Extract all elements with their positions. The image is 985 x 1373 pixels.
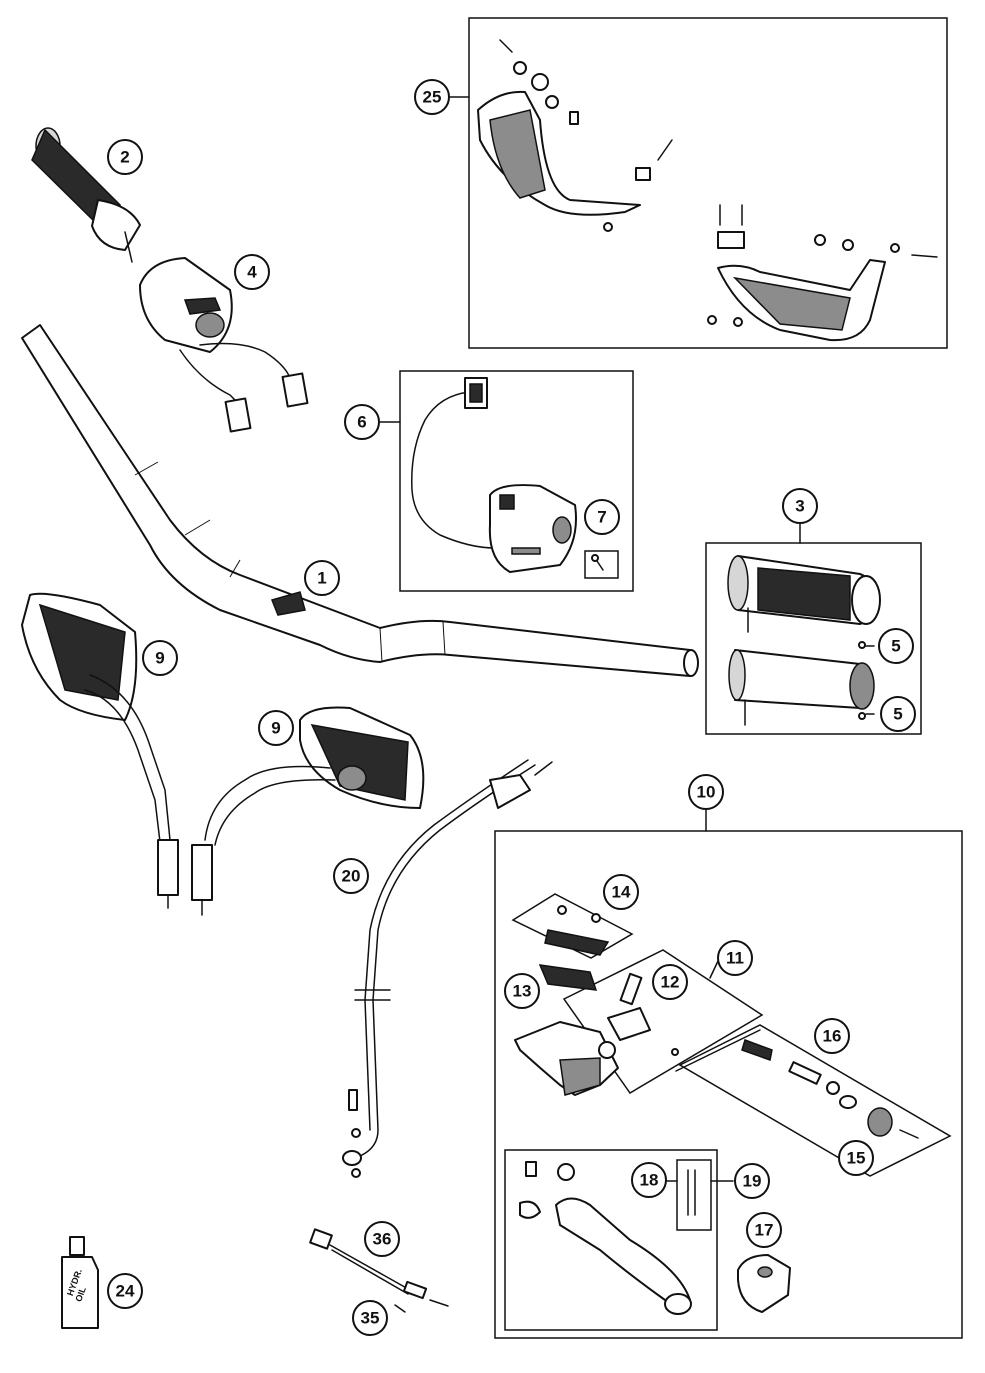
callout-16-label: 16 xyxy=(823,1027,842,1046)
callout-7-label: 7 xyxy=(597,508,606,527)
frame-bolt-18 xyxy=(676,1159,712,1231)
callout-9a-label: 9 xyxy=(155,649,164,668)
right-switch xyxy=(411,377,577,573)
callout-5a: 5 xyxy=(878,628,914,664)
callout-4: 4 xyxy=(234,254,270,290)
cover-14 xyxy=(544,905,610,956)
callout-15-label: 15 xyxy=(847,1149,866,1168)
callout-17: 17 xyxy=(746,1212,782,1248)
callout-13-label: 13 xyxy=(513,982,532,1001)
callout-18-label: 18 xyxy=(640,1171,659,1190)
boot-15 xyxy=(867,1107,919,1139)
callout-12: 12 xyxy=(652,964,688,1000)
clutch-sensor xyxy=(309,1228,449,1313)
callout-12-label: 12 xyxy=(661,973,680,992)
lever-guard-17 xyxy=(737,1254,791,1313)
callout-17-label: 17 xyxy=(755,1221,774,1240)
callout-10: 10 xyxy=(688,774,724,810)
clutch-lever xyxy=(519,1161,696,1315)
callout-6-label: 6 xyxy=(357,413,366,432)
callout-14-label: 14 xyxy=(612,883,631,902)
callout-11: 11 xyxy=(717,940,753,976)
mirror-right xyxy=(191,706,425,916)
hydraulic-oil-bottle: HYDR. OIL xyxy=(61,1236,99,1329)
callout-36: 36 xyxy=(364,1221,400,1257)
frame-spring-16 xyxy=(678,1024,952,1177)
callout-3-label: 3 xyxy=(795,497,804,516)
callout-19: 19 xyxy=(734,1163,770,1199)
callout-9b: 9 xyxy=(258,710,294,746)
mirror-left xyxy=(21,592,179,909)
callout-14: 14 xyxy=(603,874,639,910)
callout-15: 15 xyxy=(838,1140,874,1176)
callout-9a: 9 xyxy=(142,640,178,676)
spring-assembly-16 xyxy=(741,1039,857,1109)
handlebar xyxy=(21,324,699,677)
callout-16: 16 xyxy=(814,1018,850,1054)
left-switch xyxy=(139,257,309,433)
grip-set xyxy=(727,555,881,726)
callout-5b-label: 5 xyxy=(893,705,902,724)
pivot-12 xyxy=(607,972,679,1056)
callout-36-label: 36 xyxy=(373,1230,392,1249)
callout-18: 18 xyxy=(631,1162,667,1198)
callout-35-label: 35 xyxy=(361,1309,380,1328)
hand-guard-left xyxy=(477,39,673,232)
callout-10-label: 10 xyxy=(697,783,716,802)
diaphragm-13 xyxy=(538,964,598,991)
frame-hand-guards xyxy=(468,17,948,349)
frame-master-cylinder xyxy=(494,830,963,1339)
bottle-label-line2: OIL xyxy=(73,1285,88,1303)
frame-lever xyxy=(504,1149,718,1331)
callout-19-label: 19 xyxy=(743,1172,762,1191)
callout-7: 7 xyxy=(584,499,620,535)
callout-4-label: 4 xyxy=(247,263,257,282)
callout-2-label: 2 xyxy=(120,148,129,167)
callout-1-label: 1 xyxy=(317,569,326,588)
left-grip xyxy=(31,127,141,263)
frame-grip-set xyxy=(705,542,922,735)
callout-20-label: 20 xyxy=(342,867,361,886)
callout-11-label: 11 xyxy=(726,949,744,968)
callout-2: 2 xyxy=(107,139,143,175)
callout-5a-label: 5 xyxy=(891,637,900,656)
callout-35: 35 xyxy=(352,1300,388,1336)
callout-25: 25 xyxy=(414,79,450,115)
callout-9b-label: 9 xyxy=(271,719,280,738)
callout-1: 1 xyxy=(304,560,340,596)
frame-switch-right xyxy=(399,370,634,592)
callout-25-label: 25 xyxy=(423,88,442,107)
callout-13: 13 xyxy=(504,973,540,1009)
master-cylinder-body xyxy=(514,1021,619,1096)
callout-6: 6 xyxy=(344,404,380,440)
clutch-line xyxy=(342,759,553,1178)
screw-7 xyxy=(591,554,604,571)
frame-screw-7 xyxy=(584,550,619,579)
callout-20: 20 xyxy=(333,858,369,894)
callout-5b: 5 xyxy=(880,696,916,732)
callout-24: 24 xyxy=(107,1273,143,1309)
hand-guard-right xyxy=(707,204,938,342)
callout-3: 3 xyxy=(782,488,818,524)
callout-24-label: 24 xyxy=(116,1282,135,1301)
